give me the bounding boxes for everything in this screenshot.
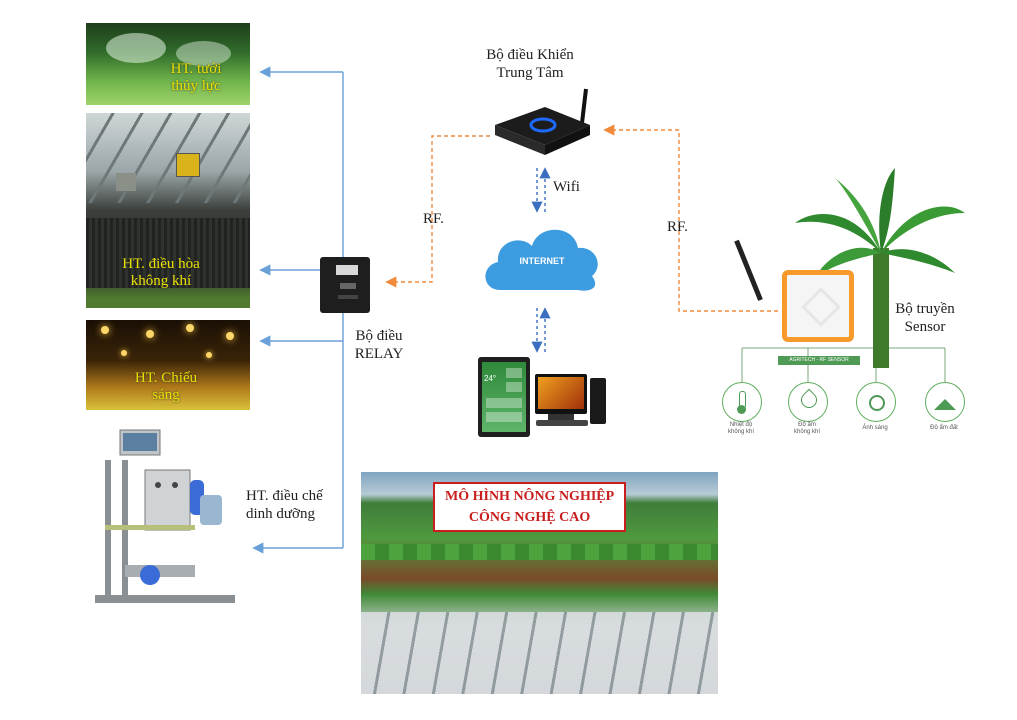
sensor-label: Bộ truyền Sensor <box>885 300 965 336</box>
banner-line1: MÔ HÌNH NÔNG NGHIỆP <box>445 489 615 504</box>
tablet-dashboard: 24° <box>478 357 530 437</box>
tablet-temp: 24° <box>484 374 497 383</box>
soil-caption: Độ ẩm đất <box>930 425 958 431</box>
sensor-device <box>782 270 854 342</box>
pc-monitor <box>535 374 587 414</box>
central-controller-label-line1: Bộ điều Khiển <box>486 47 574 63</box>
rf-right-line <box>603 124 778 312</box>
pc-stand <box>548 414 574 420</box>
hydraulic-label-line1: HT. tưới <box>170 61 222 77</box>
air-conditioning-label-line2: không khí <box>130 273 192 289</box>
humidity-caption: Độ ẩm không khí <box>793 422 821 435</box>
relay-device-icon <box>320 257 370 313</box>
rf-left-line <box>385 135 490 288</box>
pc-keyboard <box>536 420 588 426</box>
nutrition-label: HT. điều chế dinh dưỡng <box>246 487 323 523</box>
farm-model-banner: MÔ HÌNH NÔNG NGHIỆP CÔNG NGHỆ CAO <box>433 482 627 532</box>
sun-icon <box>856 382 896 422</box>
sensor-device-band: AGRITECH - RF SENSOR <box>778 356 860 365</box>
wifi-link <box>531 167 551 353</box>
wifi-label: Wifi <box>553 179 580 195</box>
relay-label-line1: Bộ điều <box>355 328 403 344</box>
humidity-icon <box>788 382 828 422</box>
banana-plant-image <box>795 168 965 368</box>
relay-label: Bộ điều RELAY <box>344 327 414 363</box>
sensor-label-line1: Bộ truyền <box>895 301 955 317</box>
lighting-label-line1: HT. Chiếu <box>134 370 198 386</box>
sun-caption: Ánh sáng <box>862 425 888 431</box>
central-controller-router-icon <box>495 88 590 155</box>
banner-line2: CÔNG NGHỆ CAO <box>468 510 591 525</box>
hydraulic-label-line2: thủy lực <box>171 78 221 94</box>
thermometer-caption: Nhiệt độ không khí <box>727 422 755 435</box>
hydraulic-irrigation-photo: HT. tưới thủy lực <box>86 23 250 105</box>
nutrition-label-line1: HT. điều chế <box>246 488 323 504</box>
thermometer-icon <box>722 382 762 422</box>
lighting-label-line2: sáng <box>152 387 180 403</box>
rf-right-label: RF. <box>667 219 688 235</box>
high-tech-farm-photo: MÔ HÌNH NÔNG NGHIỆP CÔNG NGHỆ CAO <box>361 472 718 694</box>
internet-label: INTERNET <box>519 256 565 266</box>
relay-label-line2: RELAY <box>354 346 404 362</box>
nutrition-machine-image <box>95 429 235 603</box>
internet-cloud-icon <box>485 229 598 291</box>
nutrition-label-line2: dinh dưỡng <box>246 506 315 522</box>
pc-tower <box>590 378 606 424</box>
lighting-photo: HT. Chiếu sáng <box>86 320 250 410</box>
air-conditioning-photo: HT. điều hòa không khí <box>86 113 250 308</box>
central-controller-label: Bộ điều Khiển Trung Tâm <box>470 46 590 82</box>
air-conditioning-label-line1: HT. điều hòa <box>122 256 200 272</box>
sensor-label-line2: Sensor <box>904 319 946 335</box>
central-controller-label-line2: Trung Tâm <box>496 65 564 81</box>
soil-icon <box>925 382 965 422</box>
rf-left-label: RF. <box>423 211 444 227</box>
